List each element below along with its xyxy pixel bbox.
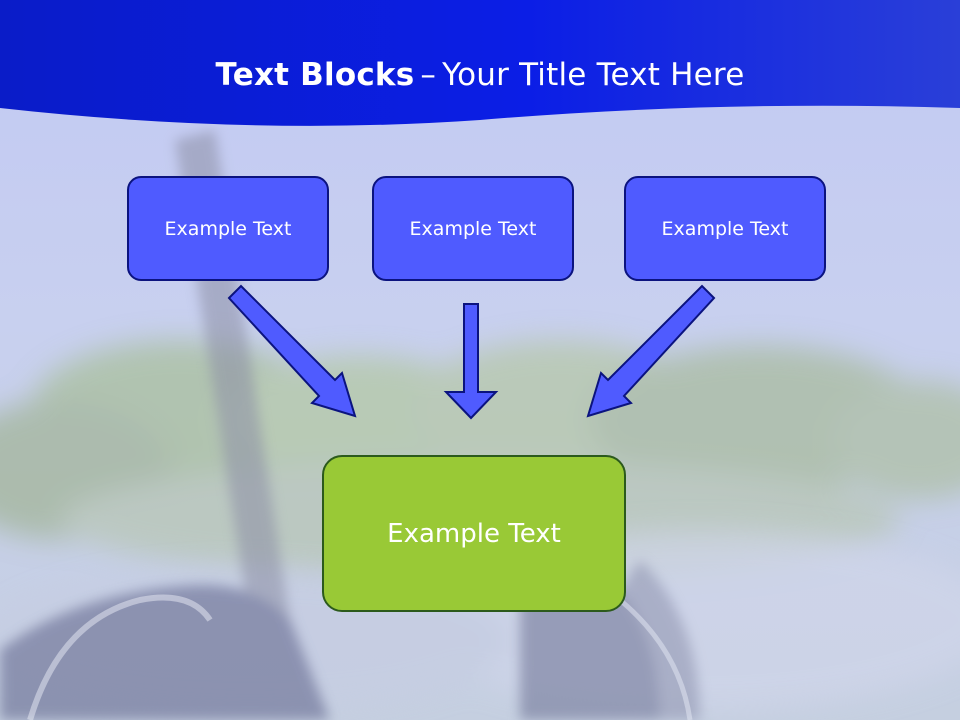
text-block-1[interactable]: Example Text [127,176,329,281]
arrow-left-diagonal [227,284,357,418]
title-rest-part: Your Title Text Here [442,57,745,93]
text-block-2[interactable]: Example Text [372,176,574,281]
result-text-block-label: Example Text [387,518,561,549]
title-dash: – [420,57,437,93]
text-block-3[interactable]: Example Text [624,176,826,281]
text-block-1-label: Example Text [164,217,292,240]
arrow-middle-down [443,303,499,420]
text-block-3-label: Example Text [661,217,789,240]
text-block-2-label: Example Text [409,217,537,240]
result-text-block[interactable]: Example Text [322,455,626,612]
arrow-right-diagonal [586,284,716,418]
slide-title: Text Blocks–Your Title Text Here [0,50,960,100]
title-bold-part: Text Blocks [215,57,415,93]
